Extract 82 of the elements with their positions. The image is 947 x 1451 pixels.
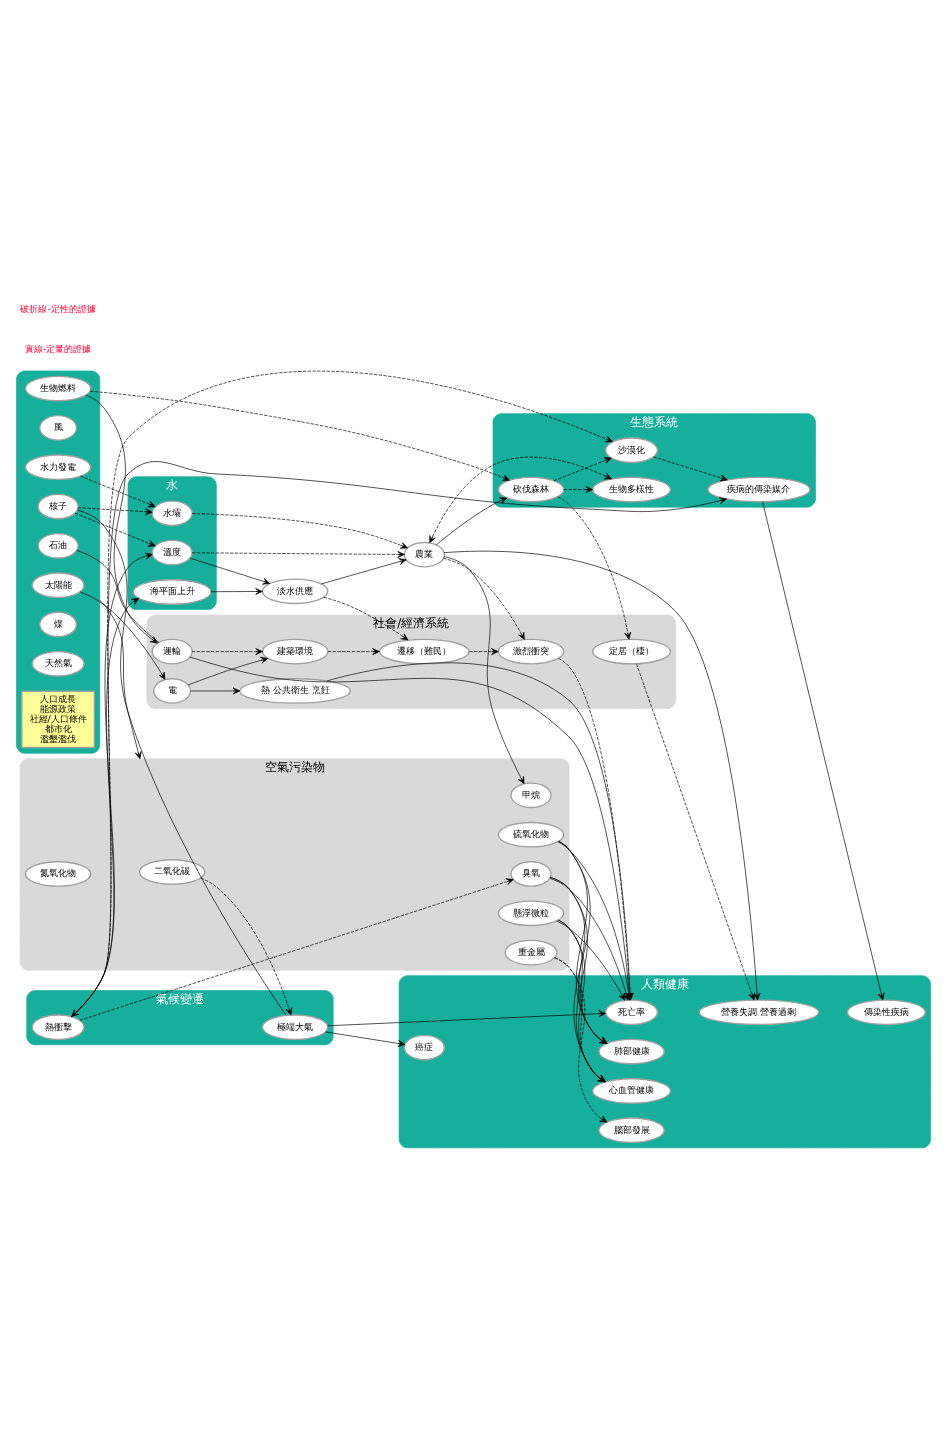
arrow [191, 513, 408, 549]
arrow [323, 596, 409, 641]
node-ellipse: 太陽能 [31, 572, 85, 599]
arrow [443, 557, 525, 640]
node-ellipse: 水力發電 [24, 454, 92, 481]
arrow [762, 501, 885, 1001]
node-ellipse: 心血管健康 [591, 1078, 672, 1104]
arrow [558, 840, 606, 1083]
arrow [557, 919, 608, 1044]
arrow [636, 663, 755, 1001]
cluster [16, 370, 101, 754]
node-ellipse: 傳染性疾病 [846, 999, 926, 1026]
node-ellipse: 溫度 [151, 539, 193, 566]
node-box: 人口成長 能源政策 社經/人口條件 都市化 濫墾濫伐 [21, 690, 96, 749]
node-ellipse: 農業 [403, 541, 445, 568]
node-ellipse: 激烈衝突 [497, 638, 565, 665]
arrow [187, 656, 269, 686]
arrow [327, 1010, 606, 1027]
node-ellipse: 生物多樣性 [591, 476, 672, 503]
arrow [71, 552, 153, 1017]
arrow [80, 475, 156, 508]
node-ellipse: 死亡率 [605, 999, 659, 1026]
arrow [74, 512, 156, 547]
arrow [321, 558, 407, 585]
arrow [190, 687, 241, 695]
node-ellipse: 營養失調 營養過剩 [698, 999, 820, 1026]
arrow [71, 597, 139, 1017]
arrow [189, 557, 271, 585]
arrow [71, 461, 727, 1017]
arrow [200, 877, 293, 1016]
arrow [191, 648, 263, 655]
arrow [71, 371, 613, 1017]
arrow [79, 591, 166, 680]
node-ellipse: 熱衝擊 [31, 1014, 85, 1041]
arrow [554, 957, 608, 1123]
arrow [558, 840, 608, 1044]
node-ellipse: 二氧化碳 [138, 859, 206, 885]
arrow [443, 556, 525, 785]
arrow [553, 457, 612, 482]
arrow [557, 496, 632, 640]
node-ellipse: 電 [153, 678, 192, 704]
arrow [89, 390, 510, 481]
node-ellipse: 遷移（難民） [378, 638, 470, 665]
node-ellipse: 極端大氣 [261, 1014, 329, 1041]
arrow [549, 877, 608, 1044]
node-ellipse: 核子 [37, 493, 79, 520]
connector [76, 509, 287, 1016]
arrow [85, 394, 158, 644]
node-ellipse: 甲烷 [510, 782, 552, 809]
node-ellipse: 癌症 [403, 1034, 445, 1061]
arrow [556, 920, 626, 1001]
node-ellipse: 石油 [37, 532, 79, 559]
arrow [210, 588, 263, 595]
arrow [429, 456, 612, 544]
arrow [563, 486, 593, 493]
label: 實線-定量的證據 [24, 342, 92, 354]
node-ellipse: 懸浮微粒 [497, 900, 565, 927]
arrow [325, 1031, 406, 1047]
arrow [558, 919, 606, 1083]
arrow [554, 957, 606, 1083]
node-ellipse: 定居（棲） [591, 638, 672, 665]
arrow [79, 878, 514, 1021]
arrow [77, 507, 153, 516]
arrow [549, 876, 606, 1083]
arrow [469, 648, 499, 655]
node-ellipse: 水壩 [151, 500, 193, 527]
arrow [191, 551, 405, 558]
node-ellipse: 天然氣 [31, 650, 85, 677]
connector [76, 550, 160, 643]
arrow [653, 456, 728, 482]
node-ellipse: 臭氧 [510, 861, 552, 887]
node-ellipse: 氮氧化物 [24, 861, 92, 887]
arrow [99, 600, 142, 760]
node-ellipse: 重金屬 [504, 939, 558, 966]
node-ellipse: 硫氧化物 [497, 821, 565, 848]
node-ellipse: 風 [39, 415, 78, 441]
node-ellipse: 煤 [39, 611, 78, 638]
arrow [327, 648, 380, 655]
label: 破折線-定性的證據 [20, 303, 96, 315]
node-ellipse: 生物燃料 [24, 375, 92, 402]
arrow [436, 497, 508, 546]
node-ellipse: 熱 公共衛生 烹飪 [239, 678, 352, 704]
